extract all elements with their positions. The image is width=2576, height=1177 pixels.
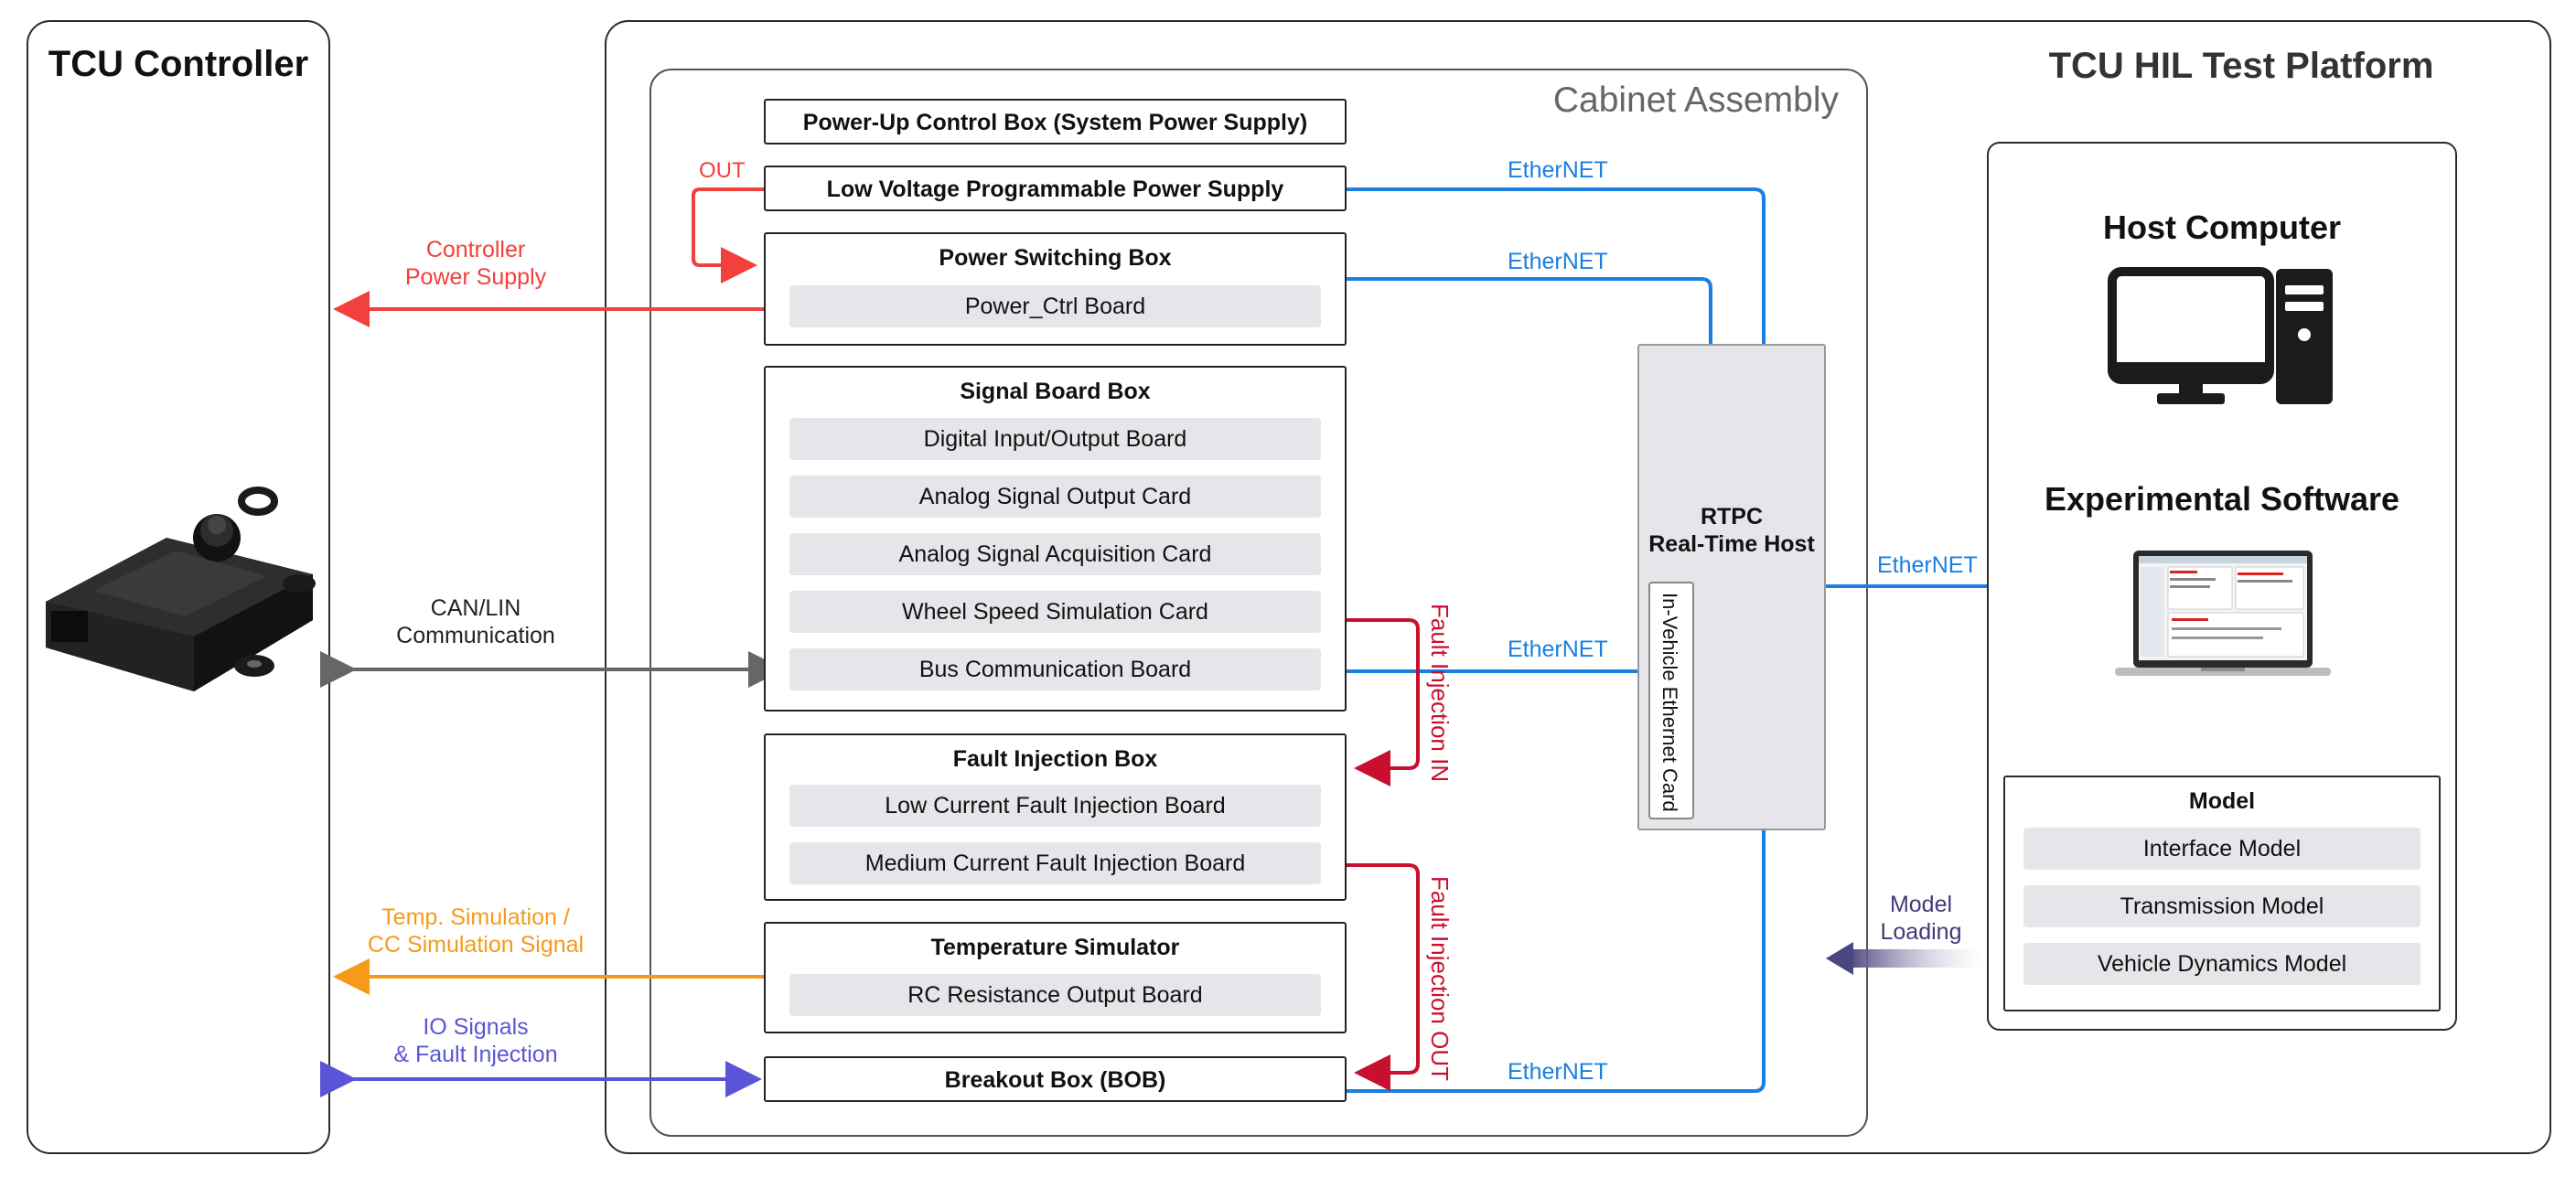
transmission-model: Transmission Model	[2023, 885, 2420, 927]
tcu-controller-title: TCU Controller	[48, 44, 309, 84]
ethernet-label-bus: EtherNET	[1508, 637, 1608, 662]
rtpc-title: RTPC Real-Time Host	[1648, 504, 1815, 557]
io-signals-label: IO Signals & Fault Injection	[393, 1014, 558, 1067]
power-switching-box: Power Switching Box Power_Ctrl Board	[764, 232, 1347, 346]
model-title: Model	[2188, 788, 2256, 814]
ethernet-label-lv: EtherNET	[1508, 157, 1608, 183]
breakout-box: Breakout Box (BOB)	[764, 1056, 1347, 1102]
fault-injection-box: Fault Injection Box Low Current Fault In…	[764, 733, 1347, 901]
can-lin-label: CAN/LIN Communication	[396, 595, 555, 648]
analog-output-card: Analog Signal Output Card	[789, 476, 1321, 518]
out-connector	[692, 187, 764, 284]
out-label: OUT	[699, 158, 746, 183]
vehicle-dynamics-model: Vehicle Dynamics Model	[2023, 943, 2420, 985]
experimental-software-title: Experimental Software	[2044, 480, 2400, 518]
ethernet-label-host: EtherNET	[1877, 552, 1978, 578]
model-loading-shaft	[1848, 949, 1987, 968]
model-loading-head	[1826, 942, 1853, 975]
temp-sim-label: Temp. Simulation / CC Simulation Signal	[367, 904, 585, 958]
analog-acquisition-card: Analog Signal Acquisition Card	[789, 533, 1321, 575]
tcu-device-image	[46, 487, 316, 691]
temperature-simulator-title: Temperature Simulator	[930, 935, 1180, 960]
power-switching-title: Power Switching Box	[939, 245, 1172, 271]
bus-communication-board: Bus Communication Board	[789, 648, 1321, 690]
fault-in-connector	[1347, 618, 1420, 786]
breakout-box-title: Breakout Box (BOB)	[944, 1067, 1166, 1093]
desktop-computer-icon	[2108, 267, 2333, 404]
rtpc-real-time-host: RTPC Real-Time Host In-Vehicle Ethernet …	[1637, 344, 1826, 830]
signal-board-box: Signal Board Box Digital Input/Output Bo…	[764, 366, 1347, 712]
fault-out-connector	[1347, 863, 1420, 1091]
cabinet-title: Cabinet Assembly	[1552, 80, 1839, 120]
ethernet-switch-line	[1347, 277, 1712, 344]
ethernet-label-switch: EtherNET	[1508, 249, 1608, 274]
model-loading-label: Model Loading	[1880, 892, 1962, 945]
lv-power-supply-title: Low Voltage Programmable Power Supply	[826, 177, 1284, 202]
fault-injection-in-label: Fault Injection IN	[1426, 604, 1454, 783]
laptop-software-icon	[2115, 551, 2331, 676]
digital-io-board: Digital Input/Output Board	[789, 418, 1321, 460]
signal-board-title: Signal Board Box	[960, 379, 1151, 404]
fault-injection-title: Fault Injection Box	[952, 746, 1158, 772]
controller-power-label: Controller Power Supply	[404, 237, 547, 290]
medium-current-fault-board: Medium Current Fault Injection Board	[789, 842, 1321, 884]
temperature-simulator-box: Temperature Simulator RC Resistance Outp…	[764, 922, 1347, 1033]
model-box: Model Interface Model Transmission Model…	[2003, 776, 2441, 1011]
lv-power-supply-box: Low Voltage Programmable Power Supply	[764, 166, 1347, 211]
platform-title: TCU HIL Test Platform	[2048, 46, 2434, 86]
in-vehicle-ethernet-card: In-Vehicle Ethernet Card	[1648, 582, 1694, 819]
ethernet-label-bob: EtherNET	[1508, 1059, 1608, 1085]
ethernet-lv-line	[1347, 187, 1766, 344]
low-current-fault-board: Low Current Fault Injection Board	[789, 785, 1321, 827]
wheel-speed-card: Wheel Speed Simulation Card	[789, 591, 1321, 633]
power-ctrl-board: Power_Ctrl Board	[789, 285, 1321, 327]
rc-resistance-board: RC Resistance Output Board	[789, 974, 1321, 1016]
ethernet-bob-line	[1347, 830, 1766, 1093]
power-up-control-box: Power-Up Control Box (System Power Suppl…	[764, 99, 1347, 144]
host-computer-title: Host Computer	[2103, 209, 2341, 246]
fault-injection-out-label: Fault Injection OUT	[1426, 876, 1454, 1081]
power-up-control-title: Power-Up Control Box (System Power Suppl…	[802, 110, 1308, 135]
interface-model: Interface Model	[2023, 828, 2420, 870]
